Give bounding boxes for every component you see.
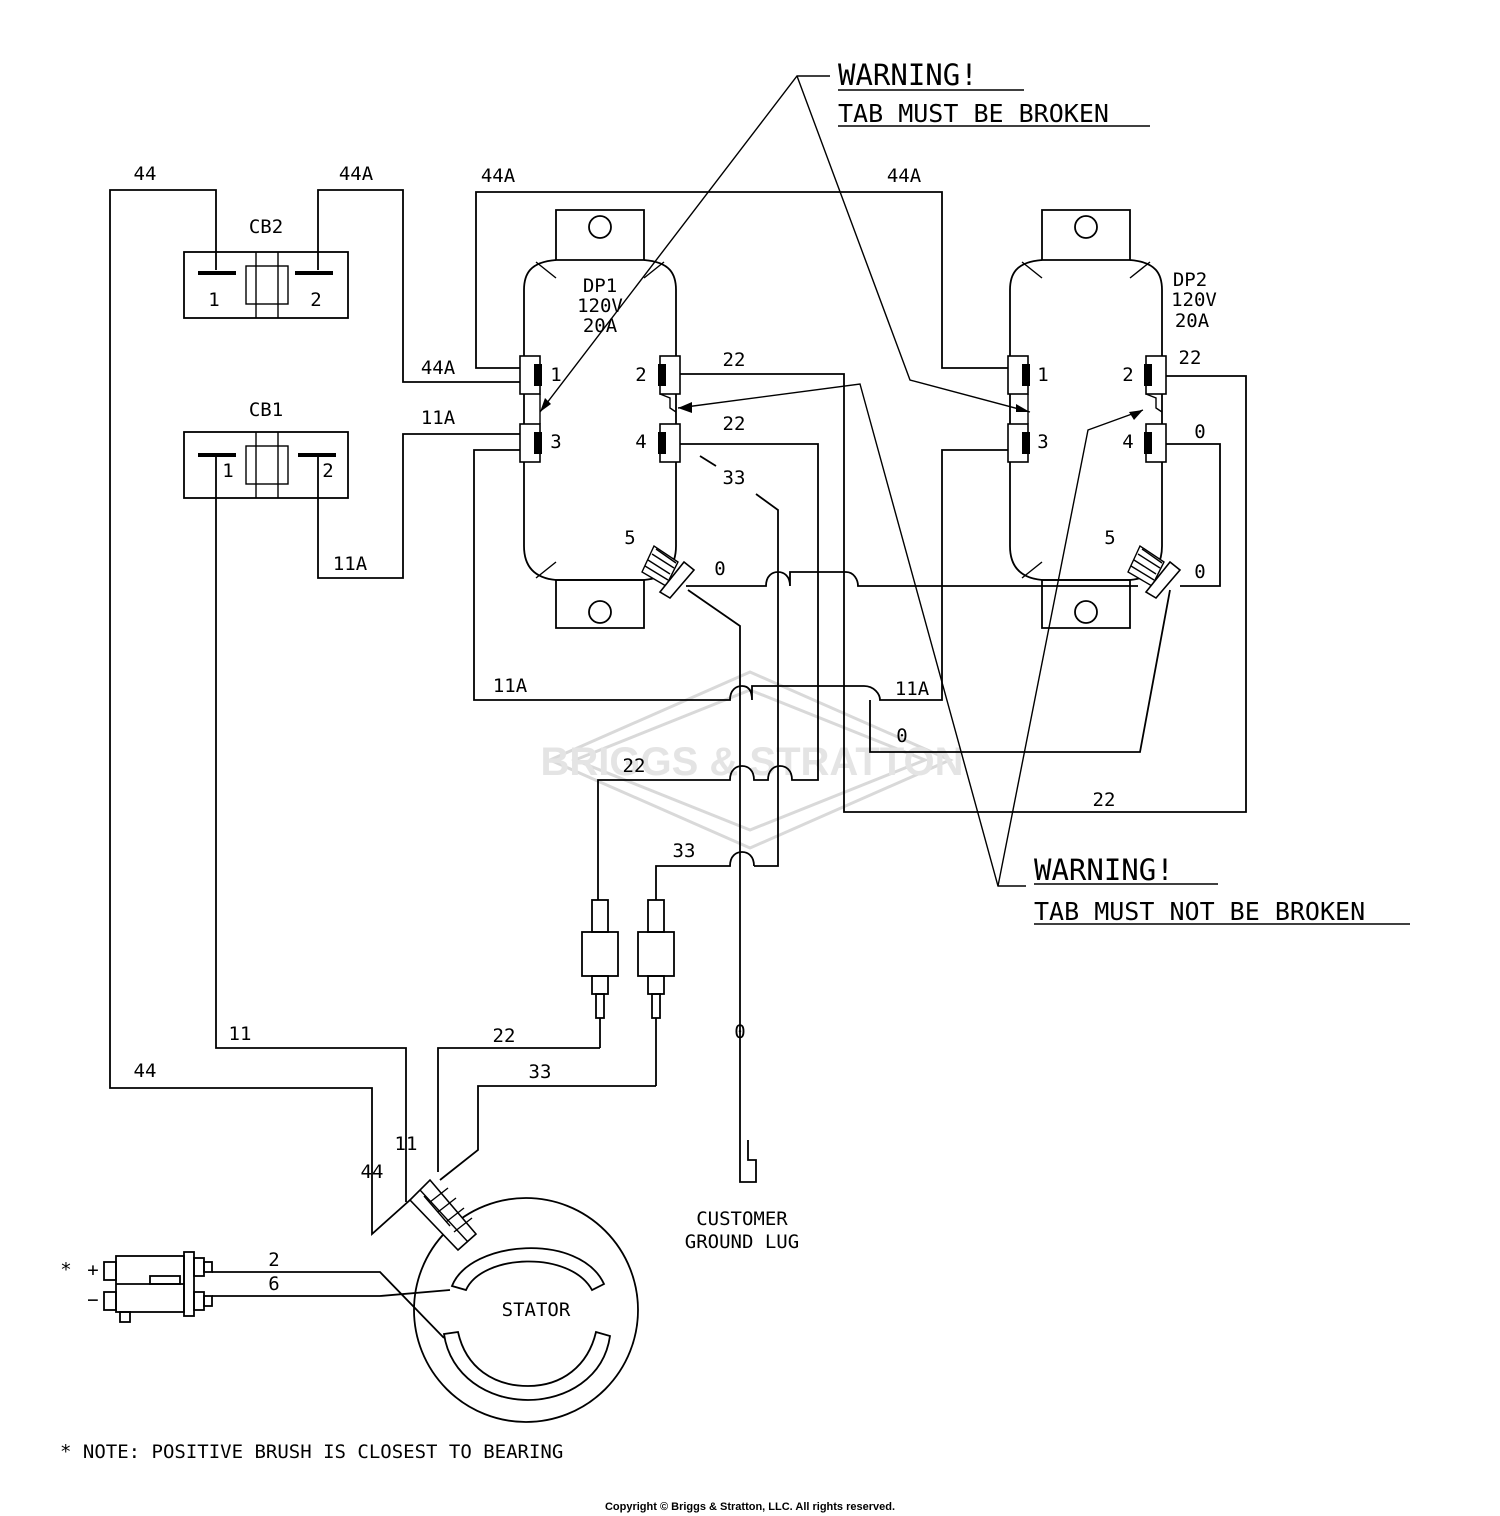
wire-6-brush: 6 (268, 1273, 279, 1295)
wire-33-mid: 33 (673, 840, 696, 862)
dp1-terminal-5: 5 (624, 527, 635, 549)
brush-assembly: * + − 2 6 (60, 1249, 451, 1339)
dp2-ground-screw (1127, 544, 1182, 600)
wire-44-top: 44 (134, 163, 157, 185)
wire-22-dp1-t4: 22 (723, 413, 746, 435)
wire-0-ground: 0 (734, 1021, 745, 1043)
wire-0-dp2-t4: 0 (1194, 421, 1205, 443)
wire-11a-dp1-t3: 11A (421, 407, 456, 429)
warning-bottom-title: WARNING! (1034, 853, 1174, 887)
wire-11-vert: 11 (395, 1133, 418, 1155)
dp1-terminal-4: 4 (635, 431, 646, 453)
watermark: BRIGGS & STRATTON (541, 670, 964, 850)
dp1-voltage: 120V (577, 295, 623, 317)
receptacle-dp2: DP2 120V 20A 1 2 3 4 5 (1007, 209, 1217, 629)
dp2-voltage: 120V (1171, 289, 1217, 311)
brush-minus: − (87, 1289, 98, 1311)
warning-top-text: TAB MUST BE BROKEN (838, 99, 1109, 128)
wire-11a-bottom-left: 11A (493, 675, 528, 697)
dp2-current: 20A (1175, 310, 1210, 332)
dp2-terminal-1: 1 (1037, 364, 1048, 386)
dp1-terminal-1: 1 (550, 364, 561, 386)
cb1-terminal-2: 2 (322, 460, 333, 482)
wire-0-mid: 0 (896, 725, 907, 747)
wire-33-low: 33 (529, 1061, 552, 1083)
watermark-text: BRIGGS & STRATTON (541, 740, 964, 784)
wire-22-bottom-right: 22 (1093, 789, 1116, 811)
dp2-label: DP2 (1173, 269, 1207, 291)
wiring (109, 189, 1247, 1237)
warning-top: WARNING! TAB MUST BE BROKEN (539, 58, 1150, 413)
brush-star: * (60, 1259, 71, 1281)
wire-0-dp1-t5: 0 (714, 558, 725, 580)
cb1-terminal-1: 1 (222, 460, 233, 482)
stator-wire-bundle (408, 1178, 478, 1252)
wire-44a-dp1-t1: 44A (421, 357, 456, 379)
warning-top-title: WARNING! (838, 58, 978, 92)
wire-0-dp2-t5: 0 (1194, 561, 1205, 583)
ground-lug-line1: CUSTOMER (696, 1208, 788, 1230)
copyright-text: Copyright © Briggs & Stratton, LLC. All … (605, 1501, 895, 1513)
wire-11a-bottom-right: 11A (895, 678, 930, 700)
dp1-terminal-3: 3 (550, 431, 561, 453)
stator-label: STATOR (502, 1299, 571, 1321)
dp1-label: DP1 (583, 275, 617, 297)
receptacle-dp1: DP1 120V 20A 1 2 3 4 5 (519, 209, 696, 629)
dp2-terminal-5: 5 (1104, 527, 1115, 549)
wire-44-vert: 44 (361, 1161, 384, 1183)
cb2-label: CB2 (249, 216, 283, 238)
wire-labels: 44 44A 44A 44A 44A 11A 11A 11A 11A 22 22… (134, 163, 1206, 1183)
wire-33-dp1: 33 (723, 467, 746, 489)
cb2-terminal-1: 1 (208, 289, 219, 311)
dp1-ground-screw (641, 544, 696, 600)
stator: STATOR (408, 1178, 639, 1423)
warning-bottom-text: TAB MUST NOT BE BROKEN (1034, 897, 1365, 926)
dp2-terminal-3: 3 (1037, 431, 1048, 453)
circuit-breaker-cb1: CB1 1 2 (183, 399, 349, 499)
cb1-label: CB1 (249, 399, 283, 421)
ground-lug-line2: GROUND LUG (685, 1231, 799, 1253)
cb2-terminal-2: 2 (310, 289, 321, 311)
wire-22-dp1-t2: 22 (723, 349, 746, 371)
wire-44a-dp2-top: 44A (887, 165, 922, 187)
wire-11-low: 11 (229, 1023, 252, 1045)
wire-22-dp2-t2: 22 (1179, 347, 1202, 369)
wire-22-low: 22 (493, 1025, 516, 1047)
dp1-current: 20A (583, 315, 618, 337)
note-text: * NOTE: POSITIVE BRUSH IS CLOSEST TO BEA… (60, 1441, 563, 1463)
circuit-breaker-cb2: CB2 1 2 (183, 216, 349, 319)
wire-2-brush: 2 (268, 1249, 279, 1271)
wire-44a-dp1-top: 44A (481, 165, 516, 187)
brush-plus: + (87, 1259, 98, 1281)
wire-44-low: 44 (134, 1060, 157, 1082)
dp1-terminal-2: 2 (635, 364, 646, 386)
warning-bottom: WARNING! TAB MUST NOT BE BROKEN (677, 383, 1410, 926)
dp2-terminal-2: 2 (1122, 364, 1133, 386)
wire-11a-cb1: 11A (333, 553, 368, 575)
wire-22-mid: 22 (623, 755, 646, 777)
dp2-terminal-4: 4 (1122, 431, 1133, 453)
wire-44a-cb2: 44A (339, 163, 374, 185)
